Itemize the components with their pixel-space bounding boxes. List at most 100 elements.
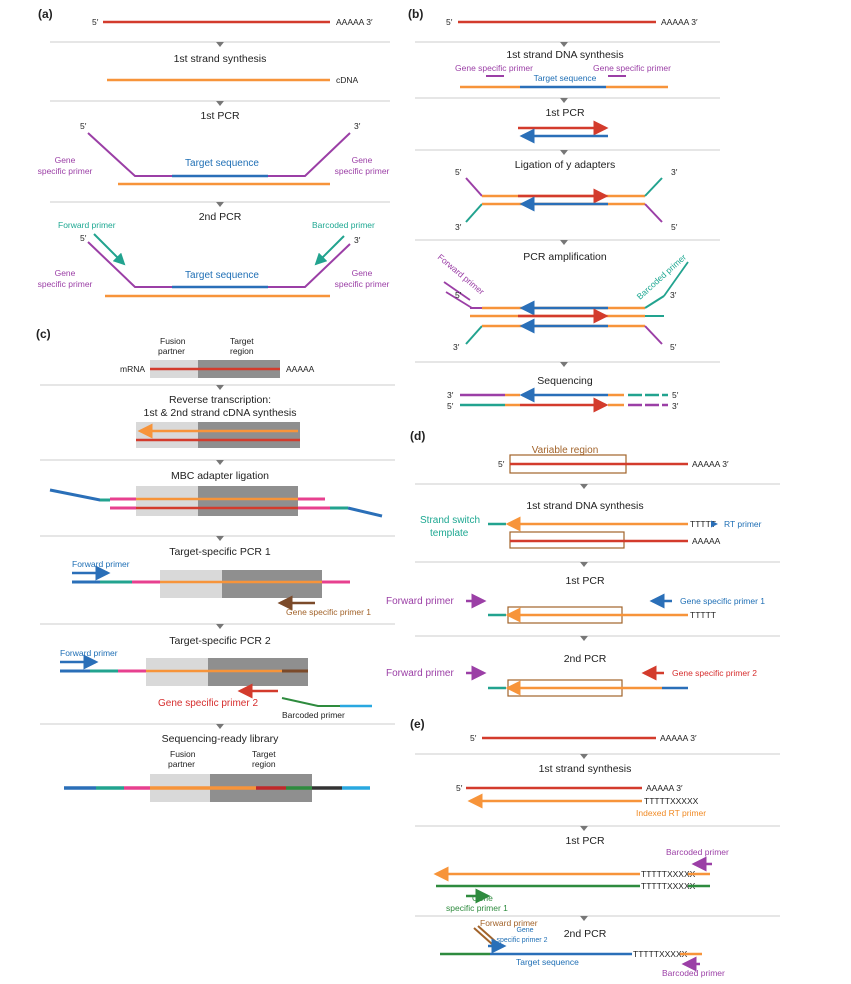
forward-primer-label: Forward primer	[60, 648, 118, 658]
forward-primer-line	[473, 927, 493, 945]
gene-primer-2-label: Gene	[516, 927, 533, 934]
adapter-arm	[644, 325, 663, 345]
step-arrow-icon	[216, 42, 224, 47]
primer-mark	[445, 291, 473, 309]
gene-primer-1-label: specific primer 1	[446, 903, 508, 913]
step-title: Reverse transcription:	[169, 394, 271, 406]
step-arrow-icon	[580, 754, 588, 759]
adapter-arm	[644, 203, 663, 223]
target-sequence-label: Target sequence	[185, 158, 259, 169]
forward-primer-label: Forward primer	[386, 596, 454, 607]
three-prime-label: 3′	[453, 342, 460, 352]
barcoded-primer-label: Barcoded primer	[666, 847, 729, 857]
panel-d: (d) Variable region 5′ AAAAA 3′ 1st stra…	[386, 429, 780, 697]
gene-primer-label: specific primer	[335, 279, 390, 289]
step-title: 1st strand synthesis	[174, 53, 267, 65]
three-prime-label: 3′	[354, 121, 361, 131]
step-arrow-icon	[216, 624, 224, 629]
panel-d-label: (d)	[410, 429, 425, 443]
polya-label: AAAAA 3′	[692, 459, 729, 469]
target-region-label: region	[230, 346, 254, 356]
forward-primer-label: Forward primer	[386, 668, 454, 679]
cdna-label: cDNA	[336, 75, 359, 85]
five-prime-label: 5′	[447, 401, 454, 411]
fusion-partner-label: partner	[158, 346, 185, 356]
step-arrow-icon	[216, 202, 224, 207]
step-arrow-icon	[580, 826, 588, 831]
polyt-label: TTTTT	[690, 519, 716, 529]
barcoded-primer-label: Barcoded primer	[312, 220, 375, 230]
step-title: 1st strand DNA synthesis	[506, 49, 623, 61]
three-prime-label: 3′	[670, 290, 677, 300]
five-prime-label: 5′	[670, 342, 677, 352]
polya-label: AAAAA 3′	[646, 783, 683, 793]
five-prime-label: 5′	[498, 459, 505, 469]
gene-primer-label: Gene	[55, 268, 76, 278]
target-region-label: region	[252, 759, 276, 769]
three-prime-label: 3′	[447, 390, 454, 400]
target-region-box	[222, 570, 322, 598]
polyt-index-label: TTTTTXXXXX	[633, 949, 688, 959]
polyt-label: TTTTT	[690, 610, 716, 620]
five-prime-label: 5′	[470, 733, 477, 743]
gene-primer-1-label: Gene specific primer 1	[680, 596, 765, 606]
polya-label: AAAAA 3′	[336, 17, 373, 27]
gene-primer-label: Gene specific primer	[455, 63, 533, 73]
forward-primer-arrow-icon	[93, 233, 126, 266]
gene-primer-label: Gene	[55, 155, 76, 165]
five-prime-label: 5′	[80, 233, 87, 243]
five-prime-label: 5′	[672, 390, 679, 400]
step-arrow-icon	[216, 724, 224, 729]
adapter-arm	[644, 177, 663, 197]
step-arrow-icon	[560, 362, 568, 367]
step-title: 2nd PCR	[199, 211, 242, 223]
target-sequence-label: Target sequence	[516, 957, 579, 967]
step-title: 2nd PCR	[564, 653, 607, 665]
target-region-label: Target	[230, 336, 254, 346]
mrna-label: mRNA	[120, 364, 145, 374]
step-title: 1st strand DNA synthesis	[526, 500, 643, 512]
adapter-arm	[465, 177, 483, 197]
panel-c: (c) Fusion partner Target region mRNA AA…	[36, 327, 395, 802]
rt-primer-label: RT primer	[724, 519, 762, 529]
step-arrow-icon	[560, 42, 568, 47]
polyt-index-label: TTTTTXXXXX	[641, 869, 696, 879]
gene-primer-2-label: Gene specific primer 2	[672, 668, 757, 678]
five-prime-label: 5′	[80, 121, 87, 131]
fusion-partner-label: Fusion	[170, 749, 196, 759]
target-sequence-label: Target sequence	[534, 73, 597, 83]
five-prime-label: 5′	[455, 290, 462, 300]
five-prime-label: 5′	[455, 167, 462, 177]
gene-primer-1-label: Gene specific primer 1	[286, 607, 371, 617]
step-title: 1st & 2nd strand cDNA synthesis	[144, 407, 297, 419]
fusion-partner-box	[136, 486, 198, 516]
step-arrow-icon	[580, 916, 588, 921]
three-prime-label: 3′	[671, 167, 678, 177]
panel-e: (e) 5′ AAAAA 3′ 1st strand synthesis 5′ …	[410, 717, 780, 978]
step-arrow-icon	[560, 150, 568, 155]
indexed-rt-primer-label: Indexed RT primer	[636, 808, 706, 818]
forward-primer-label: Forward primer	[72, 559, 130, 569]
barcoded-primer-label: Barcoded primer	[635, 252, 689, 302]
polya-label: AAAAA	[692, 536, 721, 546]
step-arrow-icon	[580, 562, 588, 567]
variable-region-label: Variable region	[532, 445, 599, 456]
gene-specific-primer-right	[268, 243, 351, 288]
polyt-index-label: TTTTTXXXXX	[644, 796, 699, 806]
step-arrow-icon	[216, 385, 224, 390]
five-prime-label: 5′	[446, 17, 453, 27]
primer-mark	[443, 281, 471, 301]
five-prime-label: 5′	[456, 783, 463, 793]
step-title: MBC adapter ligation	[171, 470, 269, 482]
adapter-arm	[465, 325, 483, 345]
five-prime-label: 5′	[92, 17, 99, 27]
forward-primer-label: Forward primer	[58, 220, 116, 230]
step-arrow-icon	[580, 636, 588, 641]
adapter-arm	[644, 295, 665, 309]
step-title: PCR amplification	[523, 251, 607, 263]
barcoded-primer-label: Barcoded primer	[282, 710, 345, 720]
step-title: Ligation of y adapters	[515, 159, 615, 171]
gene-specific-primer-right	[268, 132, 351, 177]
gene-primer-label: Gene specific primer	[593, 63, 671, 73]
rt-primer-arrow-icon	[711, 520, 718, 528]
